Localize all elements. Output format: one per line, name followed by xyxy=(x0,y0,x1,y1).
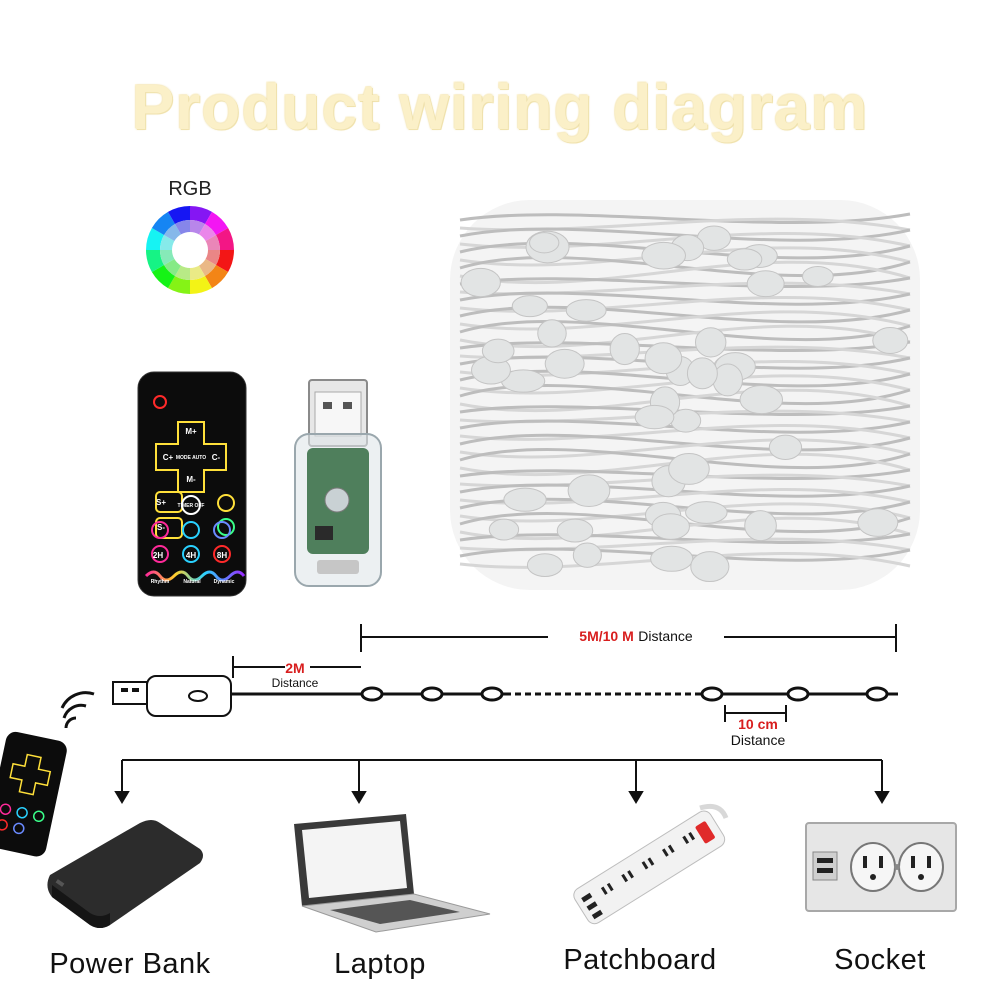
power-bank-icon xyxy=(47,820,203,928)
remote-button-text: C+ xyxy=(163,453,174,462)
string-length-label: Distance xyxy=(638,628,693,644)
wall-socket-icon xyxy=(805,822,957,912)
remote-button-text: 2H xyxy=(153,551,163,560)
usb-cable-length: 2M Distance xyxy=(255,660,335,690)
wifi-icon xyxy=(60,691,95,729)
laptop-icon xyxy=(294,814,491,933)
remote-button-text: MODE AUTO xyxy=(176,455,206,461)
bulb-spacing-label: Distance xyxy=(730,732,786,748)
remote-button-text: Rhythm xyxy=(151,579,170,585)
remote-button-text: 4H xyxy=(186,551,196,560)
remote-button-text: S- xyxy=(157,523,165,532)
power-strip-icon xyxy=(573,803,729,925)
string-length: 5M/10 M Distance xyxy=(548,628,724,646)
remote-button-text: TIMER OFF xyxy=(178,503,205,509)
remote-button-text: 8H xyxy=(217,551,227,560)
wiring-diagram xyxy=(112,624,898,804)
wireless-remote-icon xyxy=(0,691,95,857)
fairy-light-coil-image xyxy=(450,200,920,590)
remote-button-text: S+ xyxy=(156,498,166,507)
patchboard-label: Patchboard xyxy=(563,944,717,976)
page-title: Product wiring diagram xyxy=(131,71,869,143)
power-bank-label: Power Bank xyxy=(49,948,211,980)
remote-button-text: M+ xyxy=(185,427,197,436)
rgb-color-wheel-icon xyxy=(146,206,234,294)
bulb-spacing: 10 cm Distance xyxy=(715,716,801,748)
usb-cable-length-value: 2M xyxy=(285,660,305,676)
usb-controller-icon xyxy=(294,379,382,587)
rgb-label: RGB xyxy=(168,178,212,200)
usb-cable-length-label: Distance xyxy=(271,676,319,690)
remote-button-text: Dynamic xyxy=(214,579,235,585)
remote-button-text: C- xyxy=(212,453,221,462)
laptop-label: Laptop xyxy=(334,948,426,980)
remote-control-icon: M+ C+MODE AUTO C- S+ M- S- TIMER OFF 2H 4H 8H Rhyt… xyxy=(137,371,247,597)
bulb-spacing-value: 10 cm xyxy=(738,716,778,732)
remote-button-text: M- xyxy=(186,475,196,484)
string-length-value: 5M/10 M xyxy=(579,628,634,644)
remote-button-text: Natural xyxy=(183,579,201,585)
socket-label: Socket xyxy=(834,944,926,976)
